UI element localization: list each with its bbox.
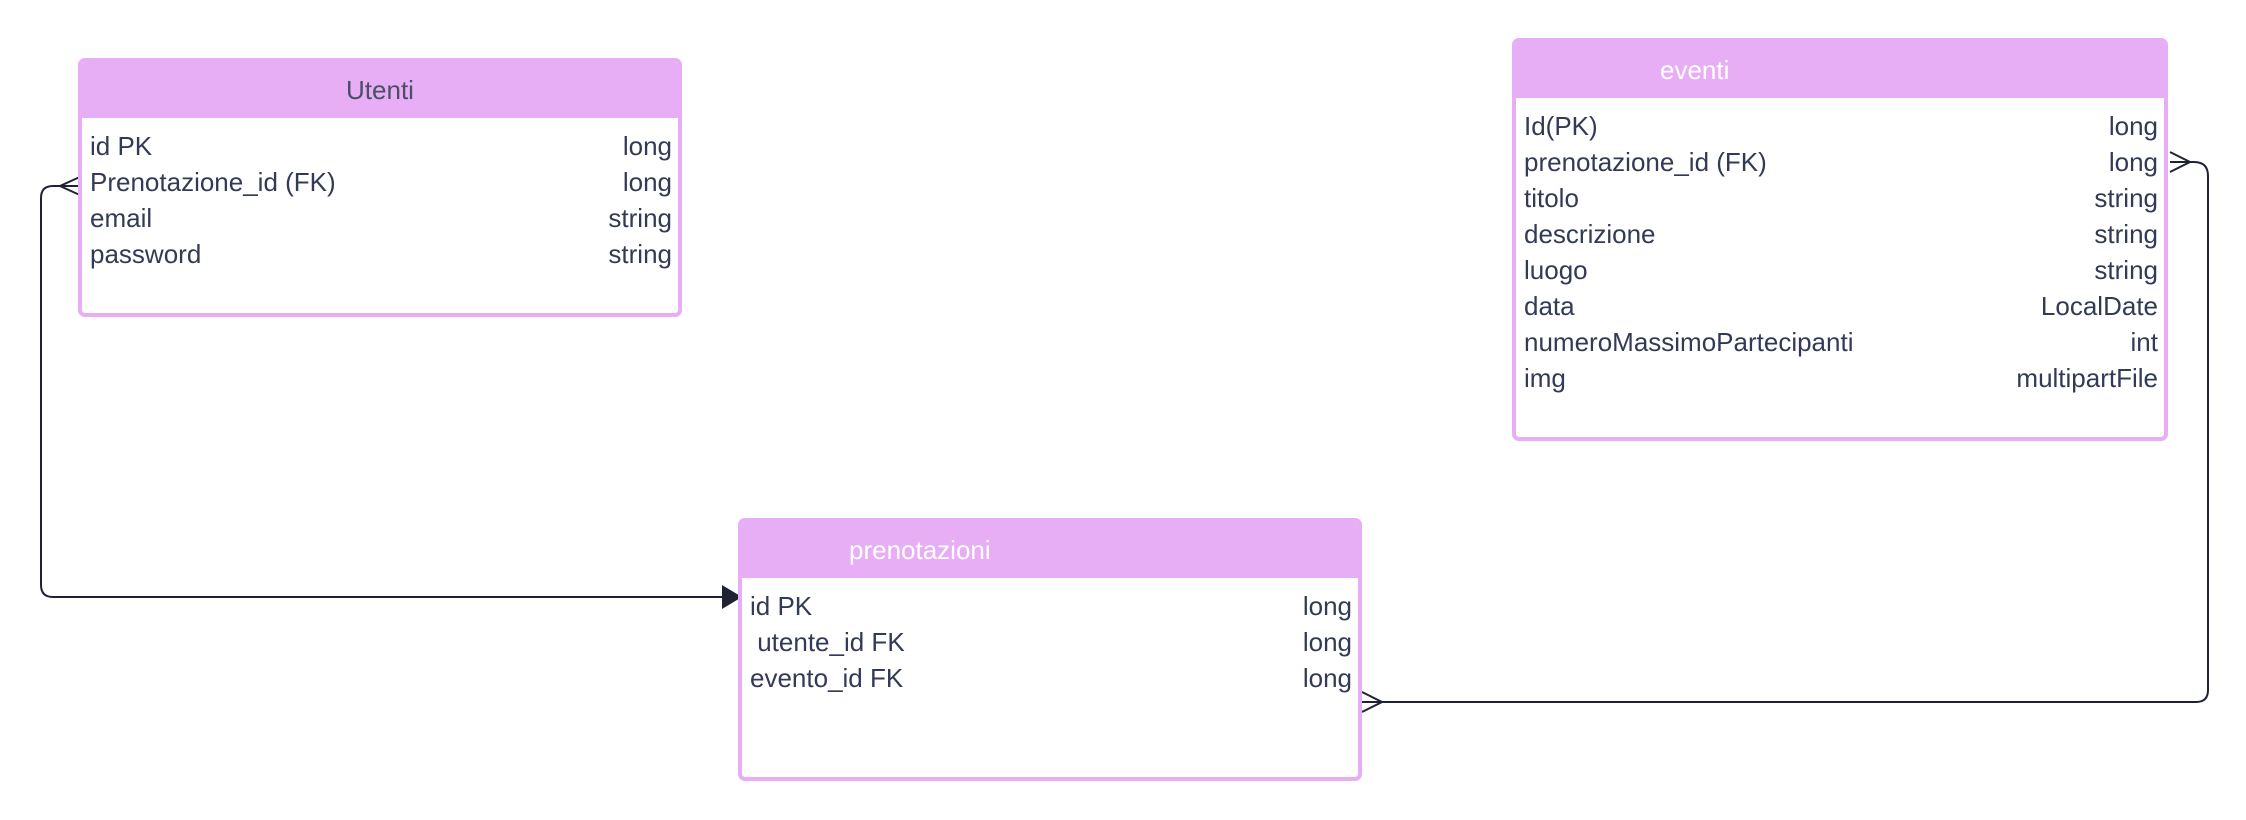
field-type: long bbox=[622, 130, 672, 161]
crowfoot-many-icon-eventi bbox=[2169, 151, 2193, 173]
field-type: int bbox=[2130, 326, 2158, 357]
utenti-entity[interactable]: Utenti id PK long Prenotazione_id (FK) l… bbox=[78, 58, 682, 317]
field-name: titolo bbox=[1524, 182, 1579, 213]
field-name: Prenotazione_id (FK) bbox=[90, 166, 336, 197]
field-type: LocalDate bbox=[2040, 290, 2158, 321]
field-type: string bbox=[2094, 254, 2158, 285]
eventi-entity-header: eventi bbox=[1516, 42, 2164, 98]
utenti-entity-header: Utenti bbox=[82, 62, 678, 118]
field-row: email string bbox=[90, 200, 672, 236]
field-row: utente_id FK long bbox=[750, 624, 1352, 660]
utenti-field-list: id PK long Prenotazione_id (FK) long ema… bbox=[82, 118, 678, 272]
field-type: long bbox=[1302, 590, 1352, 621]
field-row: prenotazione_id (FK) long bbox=[1524, 144, 2158, 180]
field-name: email bbox=[90, 202, 153, 233]
field-row: password string bbox=[90, 236, 672, 272]
field-name: evento_id FK bbox=[750, 662, 904, 693]
prenotazioni-entity-header: prenotazioni bbox=[742, 522, 1358, 578]
field-type: long bbox=[622, 166, 672, 197]
field-type: string bbox=[608, 202, 672, 233]
eventi-field-list: Id(PK) long prenotazione_id (FK) long ti… bbox=[1516, 98, 2164, 396]
crowfoot-many-icon-prenotazioni bbox=[1361, 691, 1385, 713]
field-name: descrizione bbox=[1524, 218, 1656, 249]
field-name: id PK bbox=[90, 130, 153, 161]
eventi-entity[interactable]: eventi Id(PK) long prenotazione_id (FK) … bbox=[1512, 38, 2168, 441]
field-type: long bbox=[1302, 626, 1352, 657]
field-row: id PK long bbox=[90, 128, 672, 164]
field-row: Prenotazione_id (FK) long bbox=[90, 164, 672, 200]
field-row: img multipartFile bbox=[1524, 360, 2158, 396]
field-name: img bbox=[1524, 362, 1566, 393]
field-type: long bbox=[1302, 662, 1352, 693]
field-type: string bbox=[2094, 218, 2158, 249]
field-type: string bbox=[608, 238, 672, 269]
prenotazioni-field-list: id PK long utente_id FK long evento_id F… bbox=[742, 578, 1358, 696]
field-row: evento_id FK long bbox=[750, 660, 1352, 696]
field-type: long bbox=[2108, 110, 2158, 141]
field-row: Id(PK) long bbox=[1524, 108, 2158, 144]
field-row: titolo string bbox=[1524, 180, 2158, 216]
field-row: id PK long bbox=[750, 588, 1352, 624]
utenti-entity-title: Utenti bbox=[346, 74, 414, 105]
field-name: data bbox=[1524, 290, 1575, 321]
field-name: prenotazione_id (FK) bbox=[1524, 146, 1767, 177]
field-name: Id(PK) bbox=[1524, 110, 1598, 141]
field-name: luogo bbox=[1524, 254, 1588, 285]
field-name: utente_id FK bbox=[750, 626, 905, 657]
field-row: descrizione string bbox=[1524, 216, 2158, 252]
prenotazioni-entity[interactable]: prenotazioni id PK long utente_id FK lon… bbox=[738, 518, 1362, 781]
field-row: data LocalDate bbox=[1524, 288, 2158, 324]
field-row: numeroMassimoPartecipanti int bbox=[1524, 324, 2158, 360]
field-type: string bbox=[2094, 182, 2158, 213]
field-name: numeroMassimoPartecipanti bbox=[1524, 326, 1854, 357]
prenotazioni-entity-title: prenotazioni bbox=[849, 534, 991, 565]
eventi-entity-title: eventi bbox=[1660, 54, 1730, 85]
field-row: luogo string bbox=[1524, 252, 2158, 288]
field-name: password bbox=[90, 238, 202, 269]
field-type: long bbox=[2108, 146, 2158, 177]
field-name: id PK bbox=[750, 590, 813, 621]
field-type: multipartFile bbox=[2016, 362, 2158, 393]
